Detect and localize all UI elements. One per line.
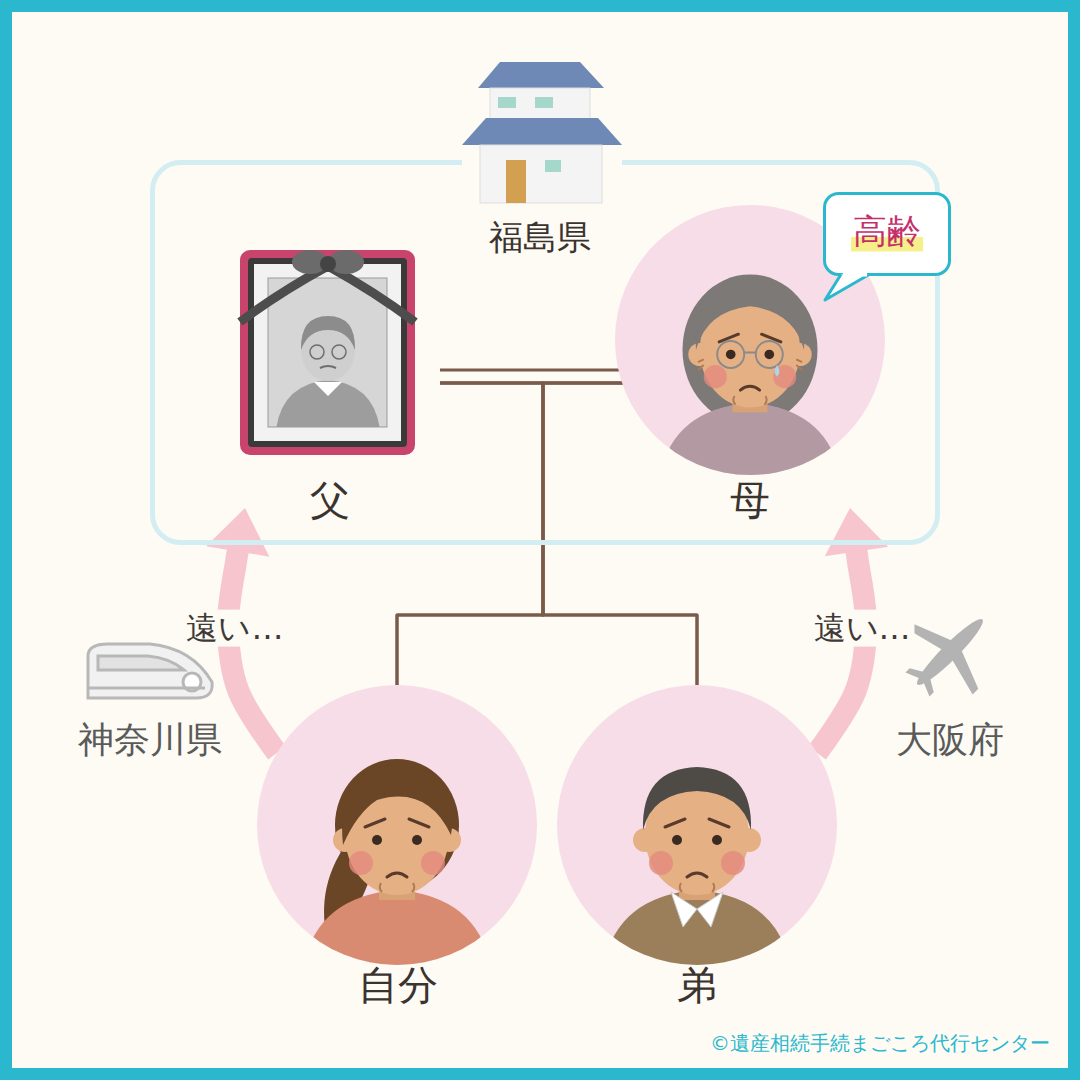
connector-path bbox=[817, 548, 866, 753]
place-label: 神奈川県 bbox=[78, 719, 222, 760]
connector-path bbox=[440, 370, 645, 383]
hair bbox=[696, 280, 804, 349]
wrinkles bbox=[380, 883, 415, 892]
mouth bbox=[320, 366, 336, 368]
connector-path bbox=[397, 383, 543, 685]
eye bbox=[372, 835, 382, 845]
frame-inner bbox=[248, 258, 407, 447]
bubble-tail bbox=[825, 275, 869, 301]
wrinkles bbox=[733, 396, 766, 405]
connector-path bbox=[397, 383, 645, 685]
person-circle: 自分 bbox=[257, 685, 537, 965]
hair bbox=[301, 316, 355, 350]
eye bbox=[672, 835, 682, 845]
arrowhead bbox=[206, 508, 269, 557]
frame-outer bbox=[240, 250, 415, 455]
eye bbox=[764, 350, 774, 360]
train-icon bbox=[88, 644, 212, 698]
eyebrows bbox=[365, 819, 429, 827]
cheek bbox=[649, 851, 673, 875]
node-label: 高齢 bbox=[851, 212, 923, 251]
cheek bbox=[421, 851, 445, 875]
node-label: 母 bbox=[730, 477, 770, 523]
eye bbox=[712, 835, 722, 845]
node-label: 弟 bbox=[677, 962, 717, 1008]
mourning-ribbon bbox=[240, 266, 415, 322]
jacket bbox=[276, 380, 380, 427]
region-outline bbox=[153, 163, 938, 543]
edge-label: 遠い… bbox=[182, 609, 287, 646]
wrinkles bbox=[680, 883, 715, 892]
eyebrows bbox=[665, 819, 729, 827]
mouth bbox=[740, 386, 759, 390]
collar bbox=[697, 892, 723, 927]
edge-label: 遠い… bbox=[810, 609, 915, 646]
hair bbox=[643, 767, 751, 830]
person-circle-shape bbox=[557, 685, 837, 965]
family-line bbox=[397, 383, 645, 685]
glasses bbox=[310, 345, 346, 359]
tear bbox=[775, 365, 780, 377]
mouth bbox=[687, 873, 707, 877]
person-circle-shape bbox=[257, 685, 537, 965]
arrowhead bbox=[825, 508, 888, 556]
person-figure bbox=[602, 767, 792, 975]
bubble-body bbox=[825, 194, 950, 275]
eye bbox=[412, 835, 422, 845]
mat bbox=[254, 264, 401, 441]
eye bbox=[726, 350, 736, 360]
ribbon-knot bbox=[320, 256, 336, 272]
airplane-icon bbox=[885, 587, 1015, 717]
node-label: 福島県 bbox=[489, 218, 591, 257]
house-icon bbox=[462, 62, 622, 203]
cheek bbox=[773, 365, 796, 388]
hair bbox=[683, 274, 818, 424]
portrait-frame-shape bbox=[240, 250, 415, 455]
cheek bbox=[721, 851, 745, 875]
cheek bbox=[704, 365, 727, 388]
copyright-note: ©遺産相続手続まごころ代行センター bbox=[710, 1032, 1050, 1055]
father-figure bbox=[276, 316, 380, 427]
mouth bbox=[387, 873, 407, 877]
portrait-frame: 父 bbox=[240, 250, 415, 455]
collar bbox=[671, 892, 697, 927]
family-line bbox=[397, 383, 543, 685]
glasses bbox=[717, 341, 783, 368]
bubble-tail-join bbox=[843, 273, 867, 277]
shirt bbox=[658, 403, 841, 485]
person-figure bbox=[302, 759, 492, 975]
node-label: 父 bbox=[310, 477, 350, 523]
marriage-line bbox=[440, 370, 645, 383]
place-label: 大阪府 bbox=[896, 719, 1004, 760]
connector-path bbox=[228, 547, 277, 752]
hair bbox=[342, 765, 453, 845]
wrinkles bbox=[698, 359, 802, 370]
person-circle: 弟 bbox=[557, 685, 837, 965]
ground bbox=[12, 12, 1068, 1068]
node-label: 自分 bbox=[358, 962, 438, 1008]
cheek bbox=[349, 851, 373, 875]
region-box: 福島県父母 bbox=[150, 160, 940, 545]
person-figure bbox=[658, 274, 841, 484]
collar bbox=[314, 382, 342, 396]
speech-bubble: 高齢 bbox=[823, 192, 951, 276]
